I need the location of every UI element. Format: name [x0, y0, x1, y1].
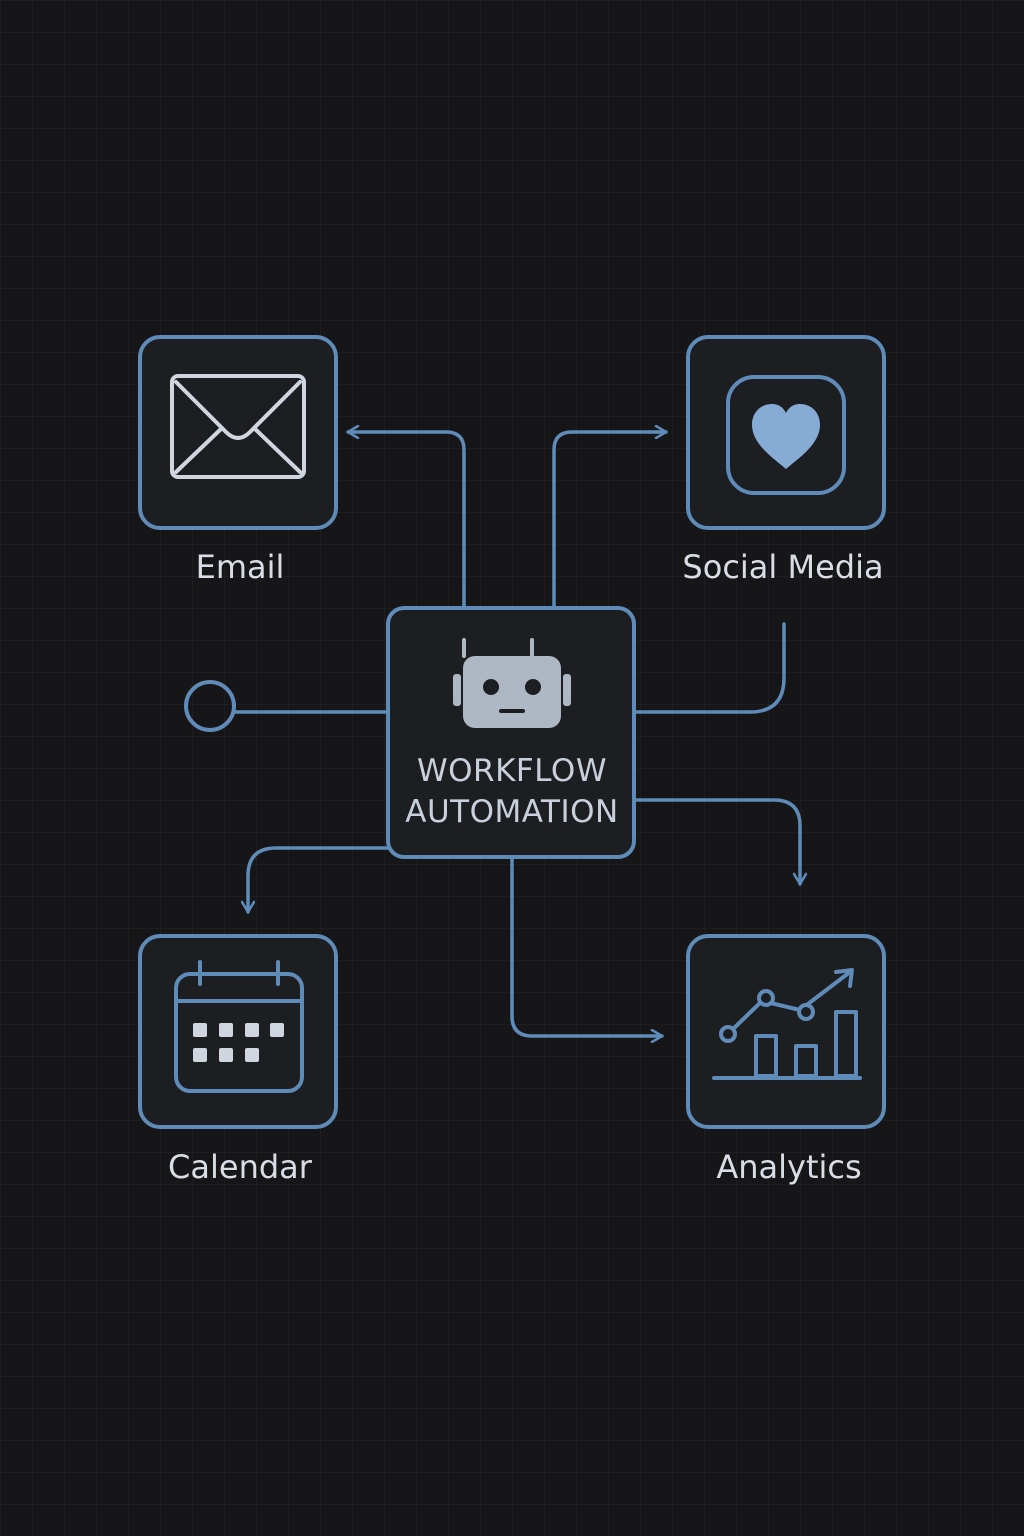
email-node	[138, 335, 338, 530]
social-media-node	[686, 335, 886, 530]
analytics-node	[686, 934, 886, 1129]
hub-title-line1: WORKFLOW	[417, 753, 607, 789]
connector-to-social-media	[552, 432, 668, 608]
start-node	[184, 680, 236, 732]
email-label: Email	[195, 548, 285, 586]
connector-to-calendar	[248, 846, 394, 914]
social-media-label: Social Media	[682, 548, 884, 586]
calendar-label: Calendar	[168, 1148, 312, 1186]
connector-right-down	[634, 798, 800, 886]
hub-title-line2: AUTOMATION	[405, 794, 619, 830]
hub-node	[386, 606, 636, 859]
calendar-node	[138, 934, 338, 1129]
connector-to-analytics	[510, 856, 664, 1036]
heart-icon	[726, 375, 846, 495]
calendar-icon	[174, 960, 304, 1093]
connector-to-email	[346, 432, 466, 608]
robot-icon	[453, 638, 571, 728]
analytics-label: Analytics	[716, 1148, 862, 1186]
connector-right-up	[634, 622, 786, 714]
chart-icon	[712, 968, 862, 1080]
envelope-icon	[170, 374, 306, 479]
